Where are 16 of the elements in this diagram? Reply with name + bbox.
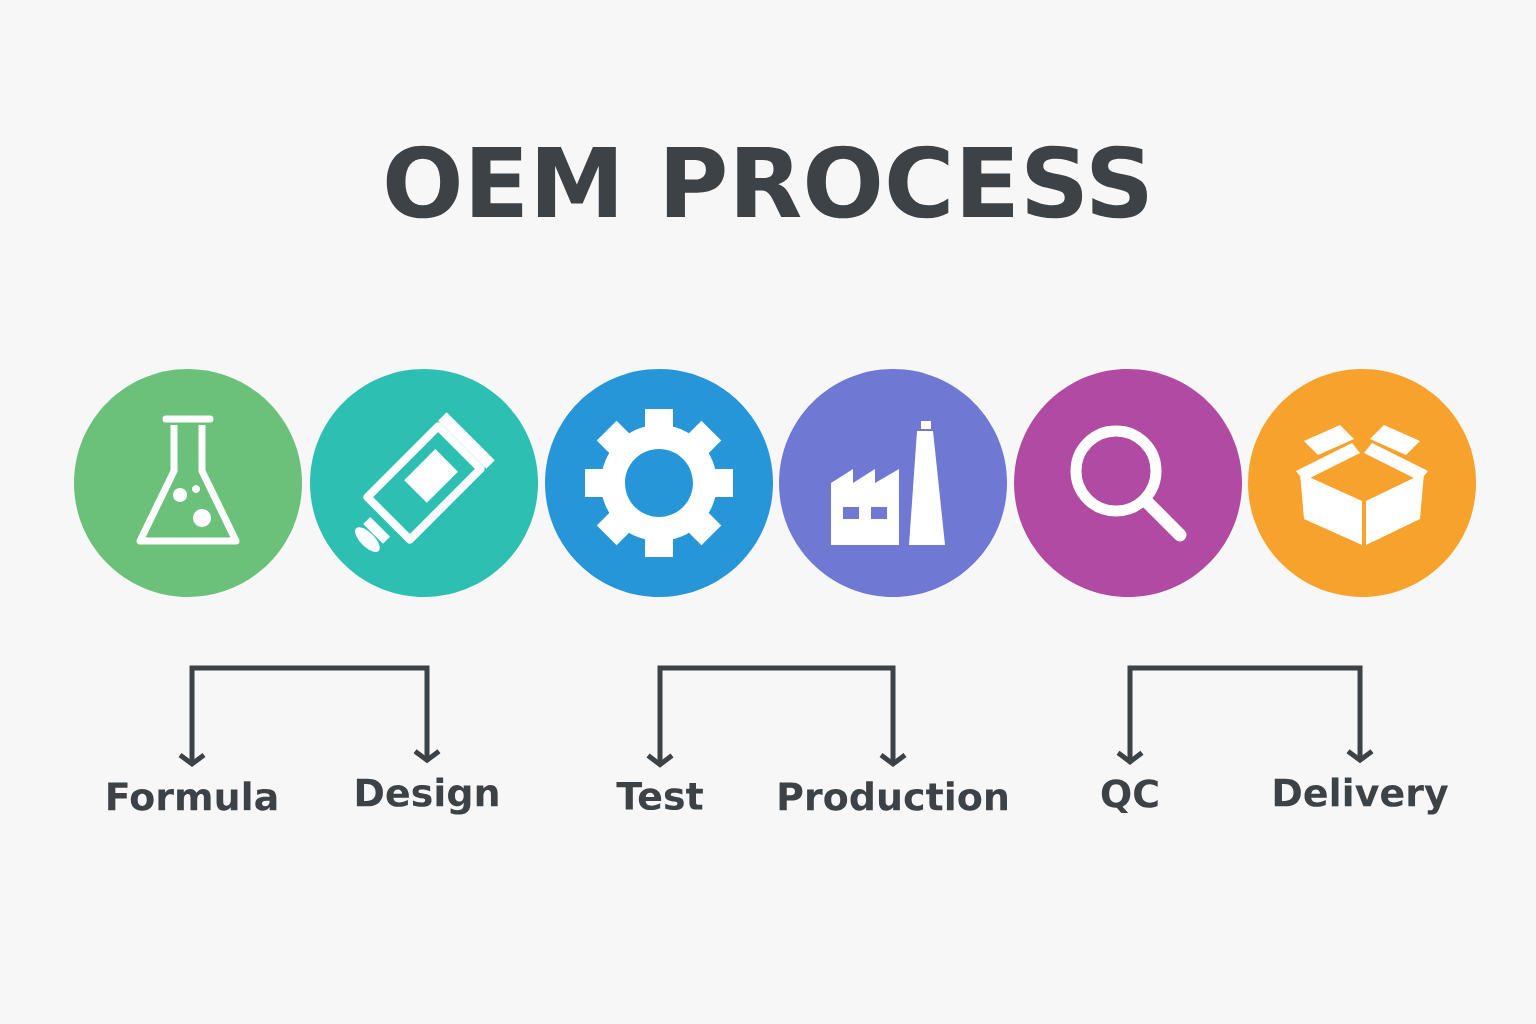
arrow [1116,665,1244,765]
step-circle [310,369,538,597]
step-label: Delivery [1274,777,1449,815]
step-label: Formula [108,781,277,811]
step-circle [74,369,302,597]
title: OEM PROCESS [386,145,1147,219]
step-label: QC [1101,779,1158,813]
arrow [775,665,907,768]
step-label: Test [616,781,703,811]
step-label: Production [779,781,1007,811]
arrow [309,665,441,764]
arrow [646,665,775,768]
arrow [1244,665,1374,764]
step-label: Design [356,777,498,815]
step-circle [1014,369,1242,597]
arrow [178,665,309,768]
